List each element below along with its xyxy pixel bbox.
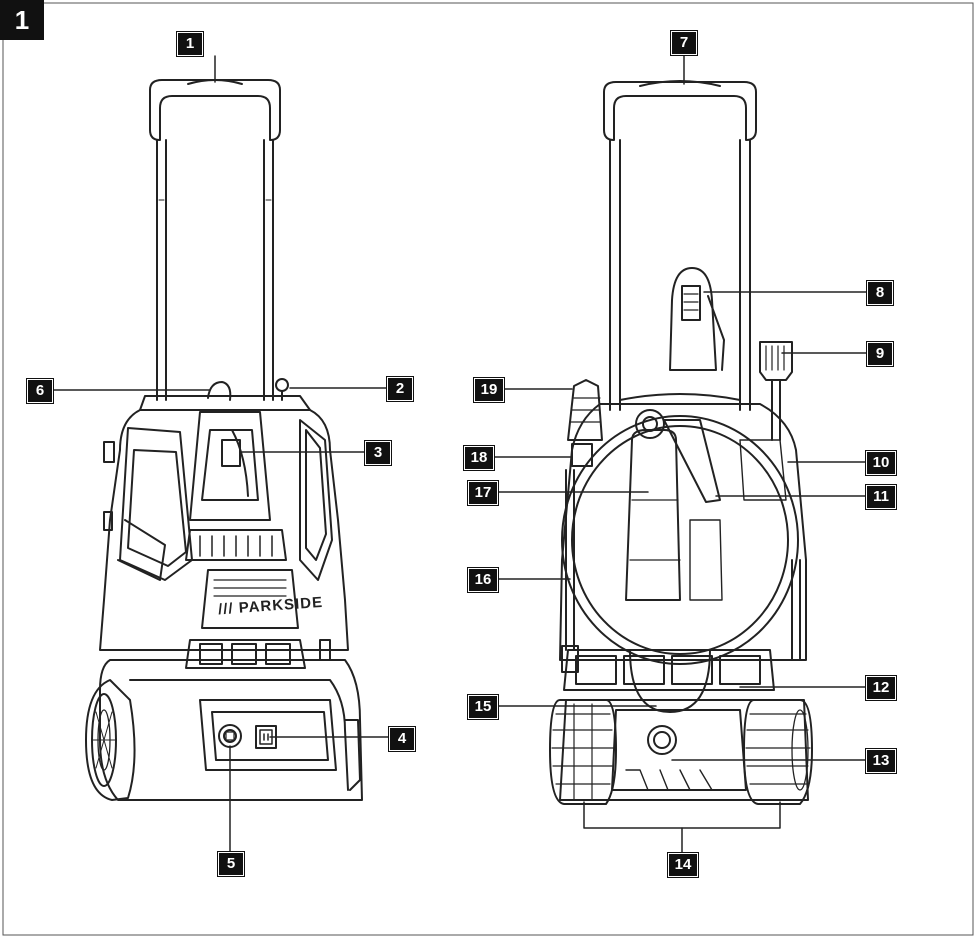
callout-14: 14: [667, 852, 699, 878]
callout-15: 15: [467, 694, 499, 720]
callout-18: 18: [463, 445, 495, 471]
rear-main-body: [559, 393, 807, 713]
callout-8: 8: [866, 280, 894, 306]
callout-4: 4: [388, 726, 416, 752]
callout-19: 19: [473, 377, 505, 403]
callout-16: 16: [467, 567, 499, 593]
front-main-body: [99, 409, 349, 669]
front-leader-lines: [51, 55, 390, 852]
callout-5: 5: [217, 851, 245, 877]
brand-logo-text: /// PARKSIDE: [218, 594, 324, 618]
rear-view: [491, 55, 868, 853]
rear-telescopic-handle: [603, 80, 757, 411]
rear-spray-gun: [669, 267, 725, 371]
callout-6: 6: [26, 378, 54, 404]
callout-7: 7: [670, 30, 698, 56]
rear-turbo-nozzle: [759, 341, 793, 441]
callout-10: 10: [865, 450, 897, 476]
callout-2: 2: [386, 376, 414, 402]
rear-leader-lines: [491, 55, 868, 853]
callout-9: 9: [866, 341, 894, 367]
front-telescopic-handle: [149, 79, 281, 401]
callout-1: 1: [176, 31, 204, 57]
front-base: [85, 659, 363, 801]
rear-base: [549, 699, 813, 805]
callout-3: 3: [364, 440, 392, 466]
figure-number-badge: 1: [0, 0, 44, 40]
callout-17: 17: [467, 480, 499, 506]
callout-13: 13: [865, 748, 897, 774]
callout-12: 12: [865, 675, 897, 701]
front-view: [51, 55, 390, 852]
front-top-section: [139, 378, 311, 411]
callout-11: 11: [865, 484, 897, 510]
